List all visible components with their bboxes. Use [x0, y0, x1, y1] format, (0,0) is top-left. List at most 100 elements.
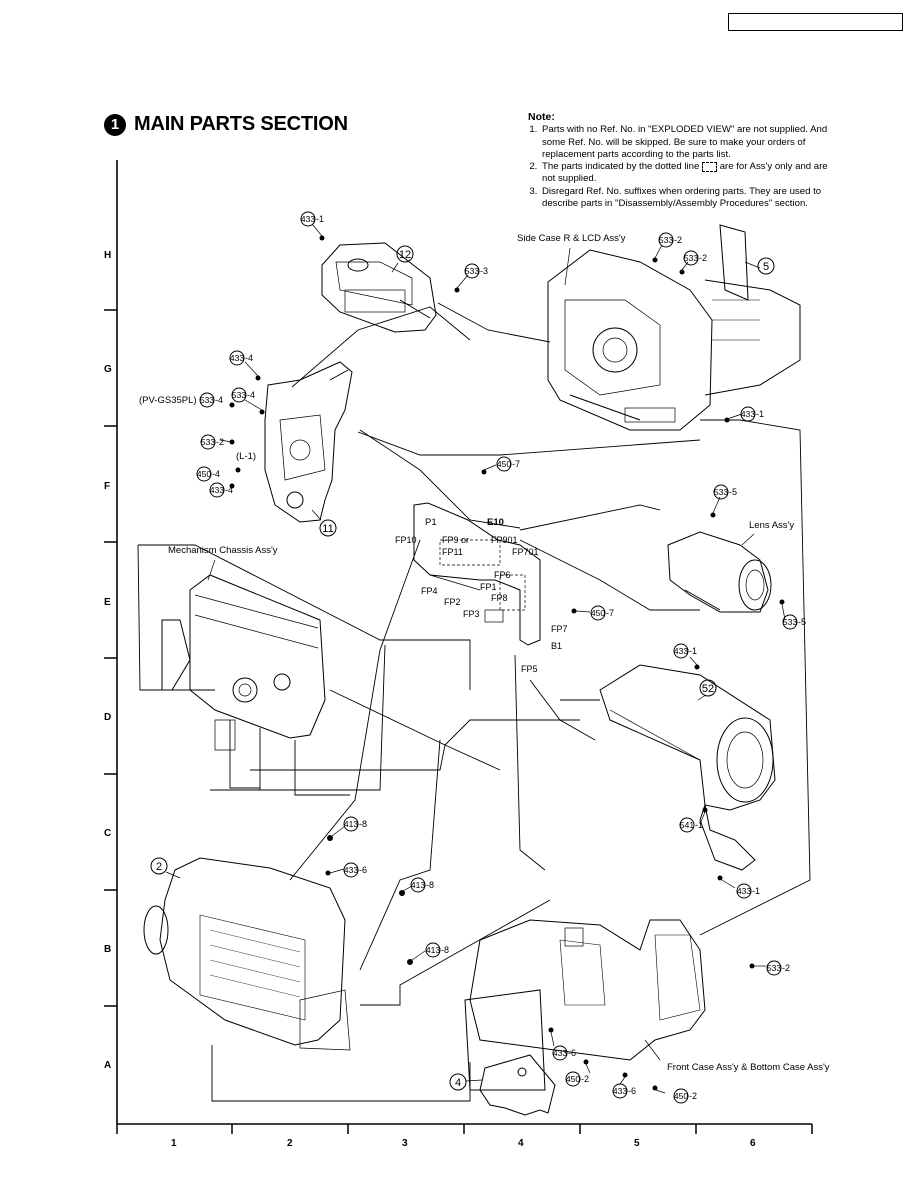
side-case-lcd-assy: [547, 224, 801, 431]
note-item-2-b: are for Ass'y only and are not supplied.: [542, 161, 828, 185]
callout-circles: [150, 245, 775, 1091]
conn-fp9: FP9 or: [442, 535, 469, 545]
label-side-case: Side Case R & LCD Ass'y: [517, 233, 626, 244]
camera-body: [143, 857, 351, 1051]
row-label-g: G: [104, 364, 112, 375]
callout-2: 2: [156, 861, 162, 873]
screw-433-4-a-num: 433: [230, 353, 244, 363]
label-lens: Lens Ass'y: [749, 520, 794, 531]
screw-433-1-b-suffix: -1: [756, 409, 764, 419]
screw-450-4-num: 450: [197, 469, 211, 479]
screw-433-4-a-suffix: -4: [245, 353, 253, 363]
frame: [116, 160, 812, 1125]
screw-450-2-a-suffix: -2: [581, 1074, 589, 1084]
screw-413-8-c-num: 413: [426, 945, 440, 955]
callout-52: 52: [702, 683, 714, 695]
label-l1: (L-1): [236, 451, 256, 462]
notes: Note: Parts with no Ref. No. in "EXPLODE…: [528, 111, 828, 210]
col-label-6: 6: [750, 1138, 756, 1149]
row-label-e: E: [104, 597, 111, 608]
screw-533-5-a-num: 533: [714, 487, 728, 497]
screw-433-1-c-num: 433: [674, 646, 688, 656]
col-label-5: 5: [634, 1138, 640, 1149]
section-title: 1 MAIN PARTS SECTION: [104, 113, 348, 136]
screw-433-6-a-num: 433: [344, 865, 358, 875]
callout-5: 5: [763, 261, 769, 273]
screw-533-2-b-num: 533: [684, 253, 698, 263]
part-11-bracket: [264, 361, 353, 523]
part-12-assembly: [321, 242, 437, 333]
col-ticks: [116, 1124, 813, 1134]
header-box: [728, 13, 903, 31]
screw-413-8-a-num: 413: [344, 819, 358, 829]
screw-533-3-suffix: -3: [480, 266, 488, 276]
dotted-line-icon: [702, 161, 718, 172]
screw-ref-circles: [196, 211, 798, 1104]
callout-4: 4: [455, 1077, 461, 1089]
screw-433-1-b-num: 433: [741, 409, 755, 419]
row-ticks: [104, 309, 117, 1007]
conn-fp3: FP3: [463, 609, 480, 619]
front-bottom-case-assy: [464, 919, 706, 1091]
screw-433-1-a-suffix: -1: [316, 214, 324, 224]
conn-fp701: FP701: [512, 547, 539, 557]
col-label-3: 3: [402, 1138, 408, 1149]
mechanism-chassis-assy: [161, 574, 326, 751]
conn-fp2: FP2: [444, 597, 461, 607]
screw-433-1-a-num: 433: [301, 214, 315, 224]
conn-p1: P1: [425, 517, 437, 528]
screw-450-2-b-num: 450: [674, 1091, 688, 1101]
screw-533-5-b-suffix: -5: [798, 617, 806, 627]
screw-533-2-d-suffix: -2: [782, 963, 790, 973]
screw-433-4-b-num: 433: [210, 485, 224, 495]
section-number: 1: [104, 113, 126, 136]
screw-433-1-d-num: 433: [737, 886, 751, 896]
conn-fp7: FP7: [551, 624, 568, 634]
note-item-2: The parts indicated by the dotted line a…: [540, 161, 828, 186]
conn-fp5: FP5: [521, 664, 538, 674]
screw-433-6-b-suffix: -6: [568, 1048, 576, 1058]
note-item-3: Disregard Ref. No. suffixes when orderin…: [540, 186, 828, 211]
label-front-case: Front Case Ass'y & Bottom Case Ass'y: [667, 1062, 830, 1073]
row-label-d: D: [104, 712, 111, 723]
screw-533-4-b-suffix: -4: [247, 390, 255, 400]
screw-450-2-a-num: 450: [566, 1074, 580, 1084]
screw-541-1-suffix: -1: [695, 820, 703, 830]
screw-533-2-d-num: 533: [767, 963, 781, 973]
screw-413-8-b-num: 413: [411, 880, 425, 890]
screw-533-4-b-num: 533: [232, 390, 246, 400]
screws: [229, 235, 785, 1091]
screw-450-7-b-suffix: -7: [606, 608, 614, 618]
row-label-f: F: [104, 481, 110, 492]
screw-413-8-b-suffix: -8: [426, 880, 434, 890]
screw-413-8-c-suffix: -8: [441, 945, 449, 955]
col-label-1: 1: [171, 1138, 177, 1149]
conn-fp1: FP1: [480, 582, 497, 592]
col-label-2: 2: [287, 1138, 293, 1149]
conn-fp4: FP4: [421, 586, 438, 596]
note-item-2-a: The parts indicated by the dotted line: [542, 161, 700, 173]
row-label-h: H: [104, 250, 111, 261]
screw-541-1-num: 541: [680, 820, 694, 830]
screw-433-6-b-num: 433: [553, 1048, 567, 1058]
screw-533-3-num: 533: [465, 266, 479, 276]
conn-fp11: FP11: [442, 547, 463, 557]
conn-fp901: FP901: [491, 535, 518, 545]
main-board: [413, 502, 541, 646]
section-title-text: MAIN PARTS SECTION: [134, 113, 348, 135]
screw-433-6-a-suffix: -6: [359, 865, 367, 875]
note-item-1: Parts with no Ref. No. in "EXPLODED VIEW…: [540, 124, 828, 161]
conn-fp8: FP8: [491, 593, 508, 603]
col-label-4: 4: [518, 1138, 524, 1149]
row-label-a: A: [104, 1060, 111, 1071]
screw-433-1-c-suffix: -1: [689, 646, 697, 656]
notes-heading: Note:: [528, 111, 555, 123]
conn-e10: E10: [487, 517, 504, 528]
row-label-c: C: [104, 828, 111, 839]
screw-533-5-b-num: 533: [783, 617, 797, 627]
screw-433-4-b-suffix: -4: [225, 485, 233, 495]
screw-450-4-suffix: -4: [212, 469, 220, 479]
callout-11: 11: [322, 523, 333, 535]
screw-533-2-c-suffix: -2: [216, 437, 224, 447]
